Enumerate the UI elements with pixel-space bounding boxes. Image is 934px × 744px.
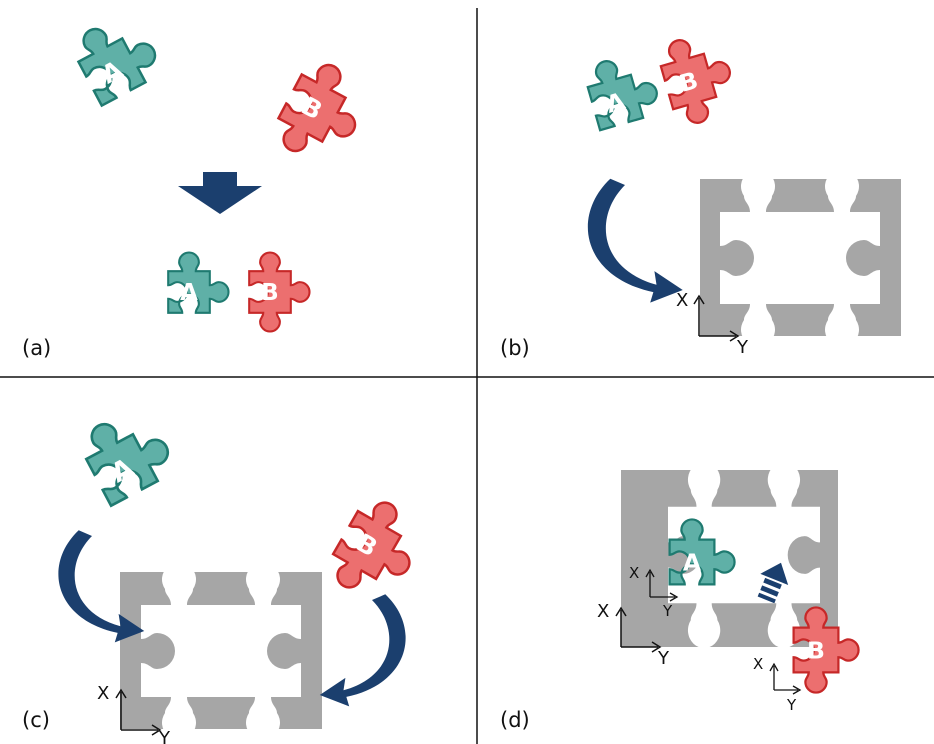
piece-b-loose: B (320, 490, 433, 611)
board (700, 169, 901, 347)
svg-text:B: B (807, 636, 825, 664)
svg-text:Y: Y (786, 696, 797, 714)
piece-a-assembled: A (167, 251, 230, 314)
axes-frame: X Y (97, 683, 171, 744)
x-axis-label: X (597, 601, 609, 622)
board (120, 562, 322, 740)
svg-text:B: B (261, 280, 278, 306)
svg-text:X: X (753, 655, 763, 673)
piece-a-loose: A (66, 7, 167, 107)
piece-b-assembled: B (248, 251, 311, 333)
y-axis-label: Y (158, 728, 171, 744)
x-axis-label: X (676, 290, 688, 311)
assembled-pair: B A (581, 27, 743, 132)
y-axis-label: Y (657, 648, 670, 669)
curved-arrow (587, 178, 683, 303)
board-axes: X Y (597, 601, 670, 669)
down-arrow (178, 172, 262, 214)
panel-label: (c) (22, 708, 50, 732)
y-axis-label: Y (736, 337, 749, 358)
panel-label: (b) (500, 336, 530, 360)
panel-c: A B X Y (c) (22, 400, 433, 744)
svg-text:Y: Y (662, 602, 673, 620)
svg-text:A: A (683, 548, 702, 576)
curved-arrow-right (319, 594, 406, 707)
piece-a-axes: X Y (629, 564, 679, 620)
piece-b-axes: X Y (753, 655, 802, 714)
piece-b-loose: B (266, 53, 377, 173)
panel-d: A B X Y X Y (500, 461, 860, 732)
piece-a-loose: A (73, 400, 181, 508)
panel-b: B A X Y (b) (500, 27, 901, 360)
panel-label: (a) (22, 336, 51, 360)
dashed-up-arrow (757, 562, 789, 604)
piece-b-approaching: B (792, 606, 860, 694)
panel-label: (d) (500, 708, 530, 732)
x-axis-label: X (97, 683, 109, 704)
piece-a-placed: A (668, 518, 736, 586)
svg-text:A: A (180, 280, 198, 306)
svg-text:X: X (629, 564, 639, 582)
axes-frame: X Y (676, 290, 749, 358)
panel-a: A B B A (a) (22, 7, 377, 360)
